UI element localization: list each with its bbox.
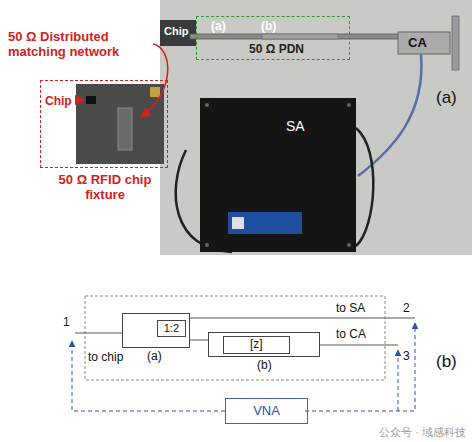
port-number: 2 xyxy=(403,302,410,316)
sticker-logo xyxy=(232,217,244,229)
panel-letter: (b) xyxy=(436,352,457,372)
block-text: 1:2 xyxy=(157,320,186,337)
part-name: CA xyxy=(408,36,427,51)
panel-letter: (a) xyxy=(436,88,457,108)
block-text: 50 Ω PDN xyxy=(249,43,304,57)
fixture-inset-box: Chip50 Ω RFID chip fixture xyxy=(40,80,168,168)
port-line xyxy=(75,333,122,334)
block-caption: (b) xyxy=(257,359,272,373)
dut-boundary xyxy=(85,296,385,380)
part-name: Chip xyxy=(164,25,188,38)
port-number: 3 xyxy=(403,350,410,364)
rfid-chip xyxy=(86,96,96,104)
panel-sticker xyxy=(228,212,302,234)
photo-background xyxy=(160,0,472,255)
sa-panel xyxy=(200,98,356,252)
probe-rod xyxy=(190,34,400,39)
chip-holder xyxy=(160,20,196,46)
block-text: [z] xyxy=(223,336,290,354)
block-text: VNA xyxy=(226,404,307,419)
callout-text: 50 Ω Distributed matching network xyxy=(8,30,150,60)
vna-cable xyxy=(305,323,415,411)
vna-box: VNA xyxy=(225,398,308,424)
port-name: to CA xyxy=(336,328,366,342)
ca-connector xyxy=(398,32,450,54)
vna-cable xyxy=(398,350,399,411)
panel-screw xyxy=(347,103,351,107)
port-line xyxy=(190,318,415,319)
fixture-photo xyxy=(76,84,164,164)
block-text: (a) xyxy=(211,20,226,34)
antenna-panel-box: SA xyxy=(200,98,356,252)
panel-screw xyxy=(205,103,209,107)
block-caption: (a) xyxy=(147,350,162,364)
panel-screw xyxy=(347,243,351,247)
signal-connector xyxy=(190,340,208,341)
black-cable xyxy=(356,128,373,246)
impedance-block: [z](b) xyxy=(208,332,320,357)
port-name: to chip xyxy=(88,351,123,365)
chip-pointer xyxy=(75,95,85,105)
port-line xyxy=(320,345,398,346)
fixture-connector xyxy=(150,87,160,97)
balun-block: 1:2(a) xyxy=(122,313,190,348)
block-text: Chip xyxy=(45,95,72,109)
block-caption: 50 Ω RFID chip fixture xyxy=(57,173,153,203)
pdn-region-box: (a) (b) 50 Ω PDN xyxy=(196,16,350,60)
block-text: SA xyxy=(286,118,305,134)
watermark: 公众号 · 域感科技 xyxy=(379,426,466,439)
blue-cable xyxy=(358,54,421,176)
vna-cable xyxy=(72,341,225,411)
panel-screw xyxy=(205,243,209,247)
probe-sleeve xyxy=(262,34,338,39)
port-number: 1 xyxy=(63,316,70,330)
port-name: to SA xyxy=(336,302,365,316)
block-text: (b) xyxy=(261,20,276,34)
matching-trace xyxy=(118,108,132,150)
t-handle xyxy=(452,16,459,70)
